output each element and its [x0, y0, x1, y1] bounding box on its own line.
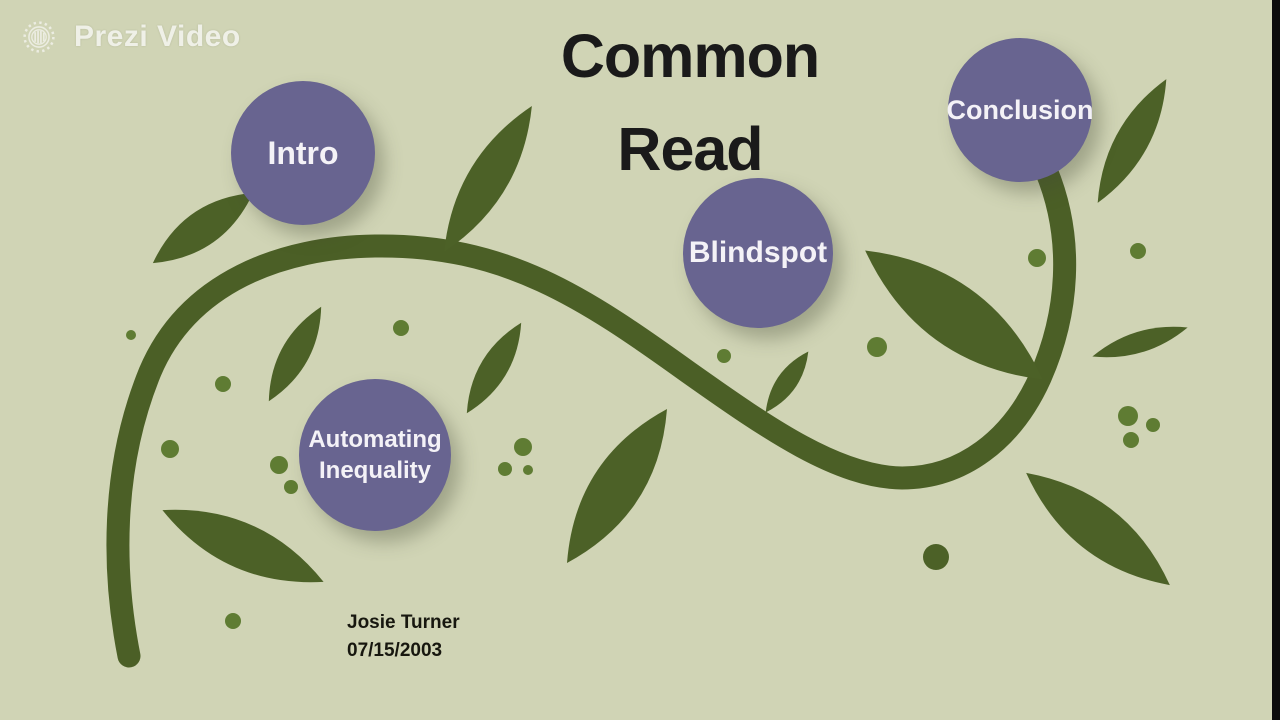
topic-automating-line-1: Automating	[308, 426, 442, 453]
title-line-2: Read	[617, 115, 763, 183]
topic-blindspot[interactable]: Blindspot	[683, 178, 833, 328]
watermark-brand-text: Prezi Video	[74, 20, 241, 53]
vine-stem	[106, 158, 1077, 668]
screen-edge-bar	[1272, 0, 1280, 720]
leaf-icon	[256, 299, 334, 409]
author-name: Josie Turner	[347, 612, 460, 633]
prezi-video-watermark: Prezi Video	[16, 14, 241, 60]
leaf-icon	[153, 489, 333, 603]
leaf-icon	[1011, 454, 1185, 604]
topic-automating-inequality[interactable]: Automating Inequality	[299, 379, 451, 531]
leaf-icon	[1089, 317, 1191, 367]
leaf-icon	[426, 95, 550, 263]
topic-intro-label: Intro	[267, 134, 339, 171]
topic-conclusion[interactable]: Conclusion	[946, 38, 1094, 182]
author-date: 07/15/2003	[347, 640, 443, 661]
leaf-icon	[546, 395, 688, 577]
page-title: Common Read	[535, 10, 845, 196]
leaf-icon	[757, 345, 817, 419]
topic-automating-line-2: Inequality	[318, 457, 432, 484]
leaf-icon	[455, 315, 533, 421]
topic-conclusion-label: Conclusion	[946, 94, 1094, 125]
author-block: Josie Turner 07/15/2003	[347, 609, 460, 665]
topic-blindspot-label: Blindspot	[688, 236, 828, 269]
topic-intro[interactable]: Intro	[231, 81, 375, 225]
leaf-icon	[1083, 71, 1181, 211]
prezi-sunburst-icon	[23, 21, 55, 53]
berry-dots	[126, 243, 1160, 629]
title-line-1: Common	[560, 22, 820, 90]
